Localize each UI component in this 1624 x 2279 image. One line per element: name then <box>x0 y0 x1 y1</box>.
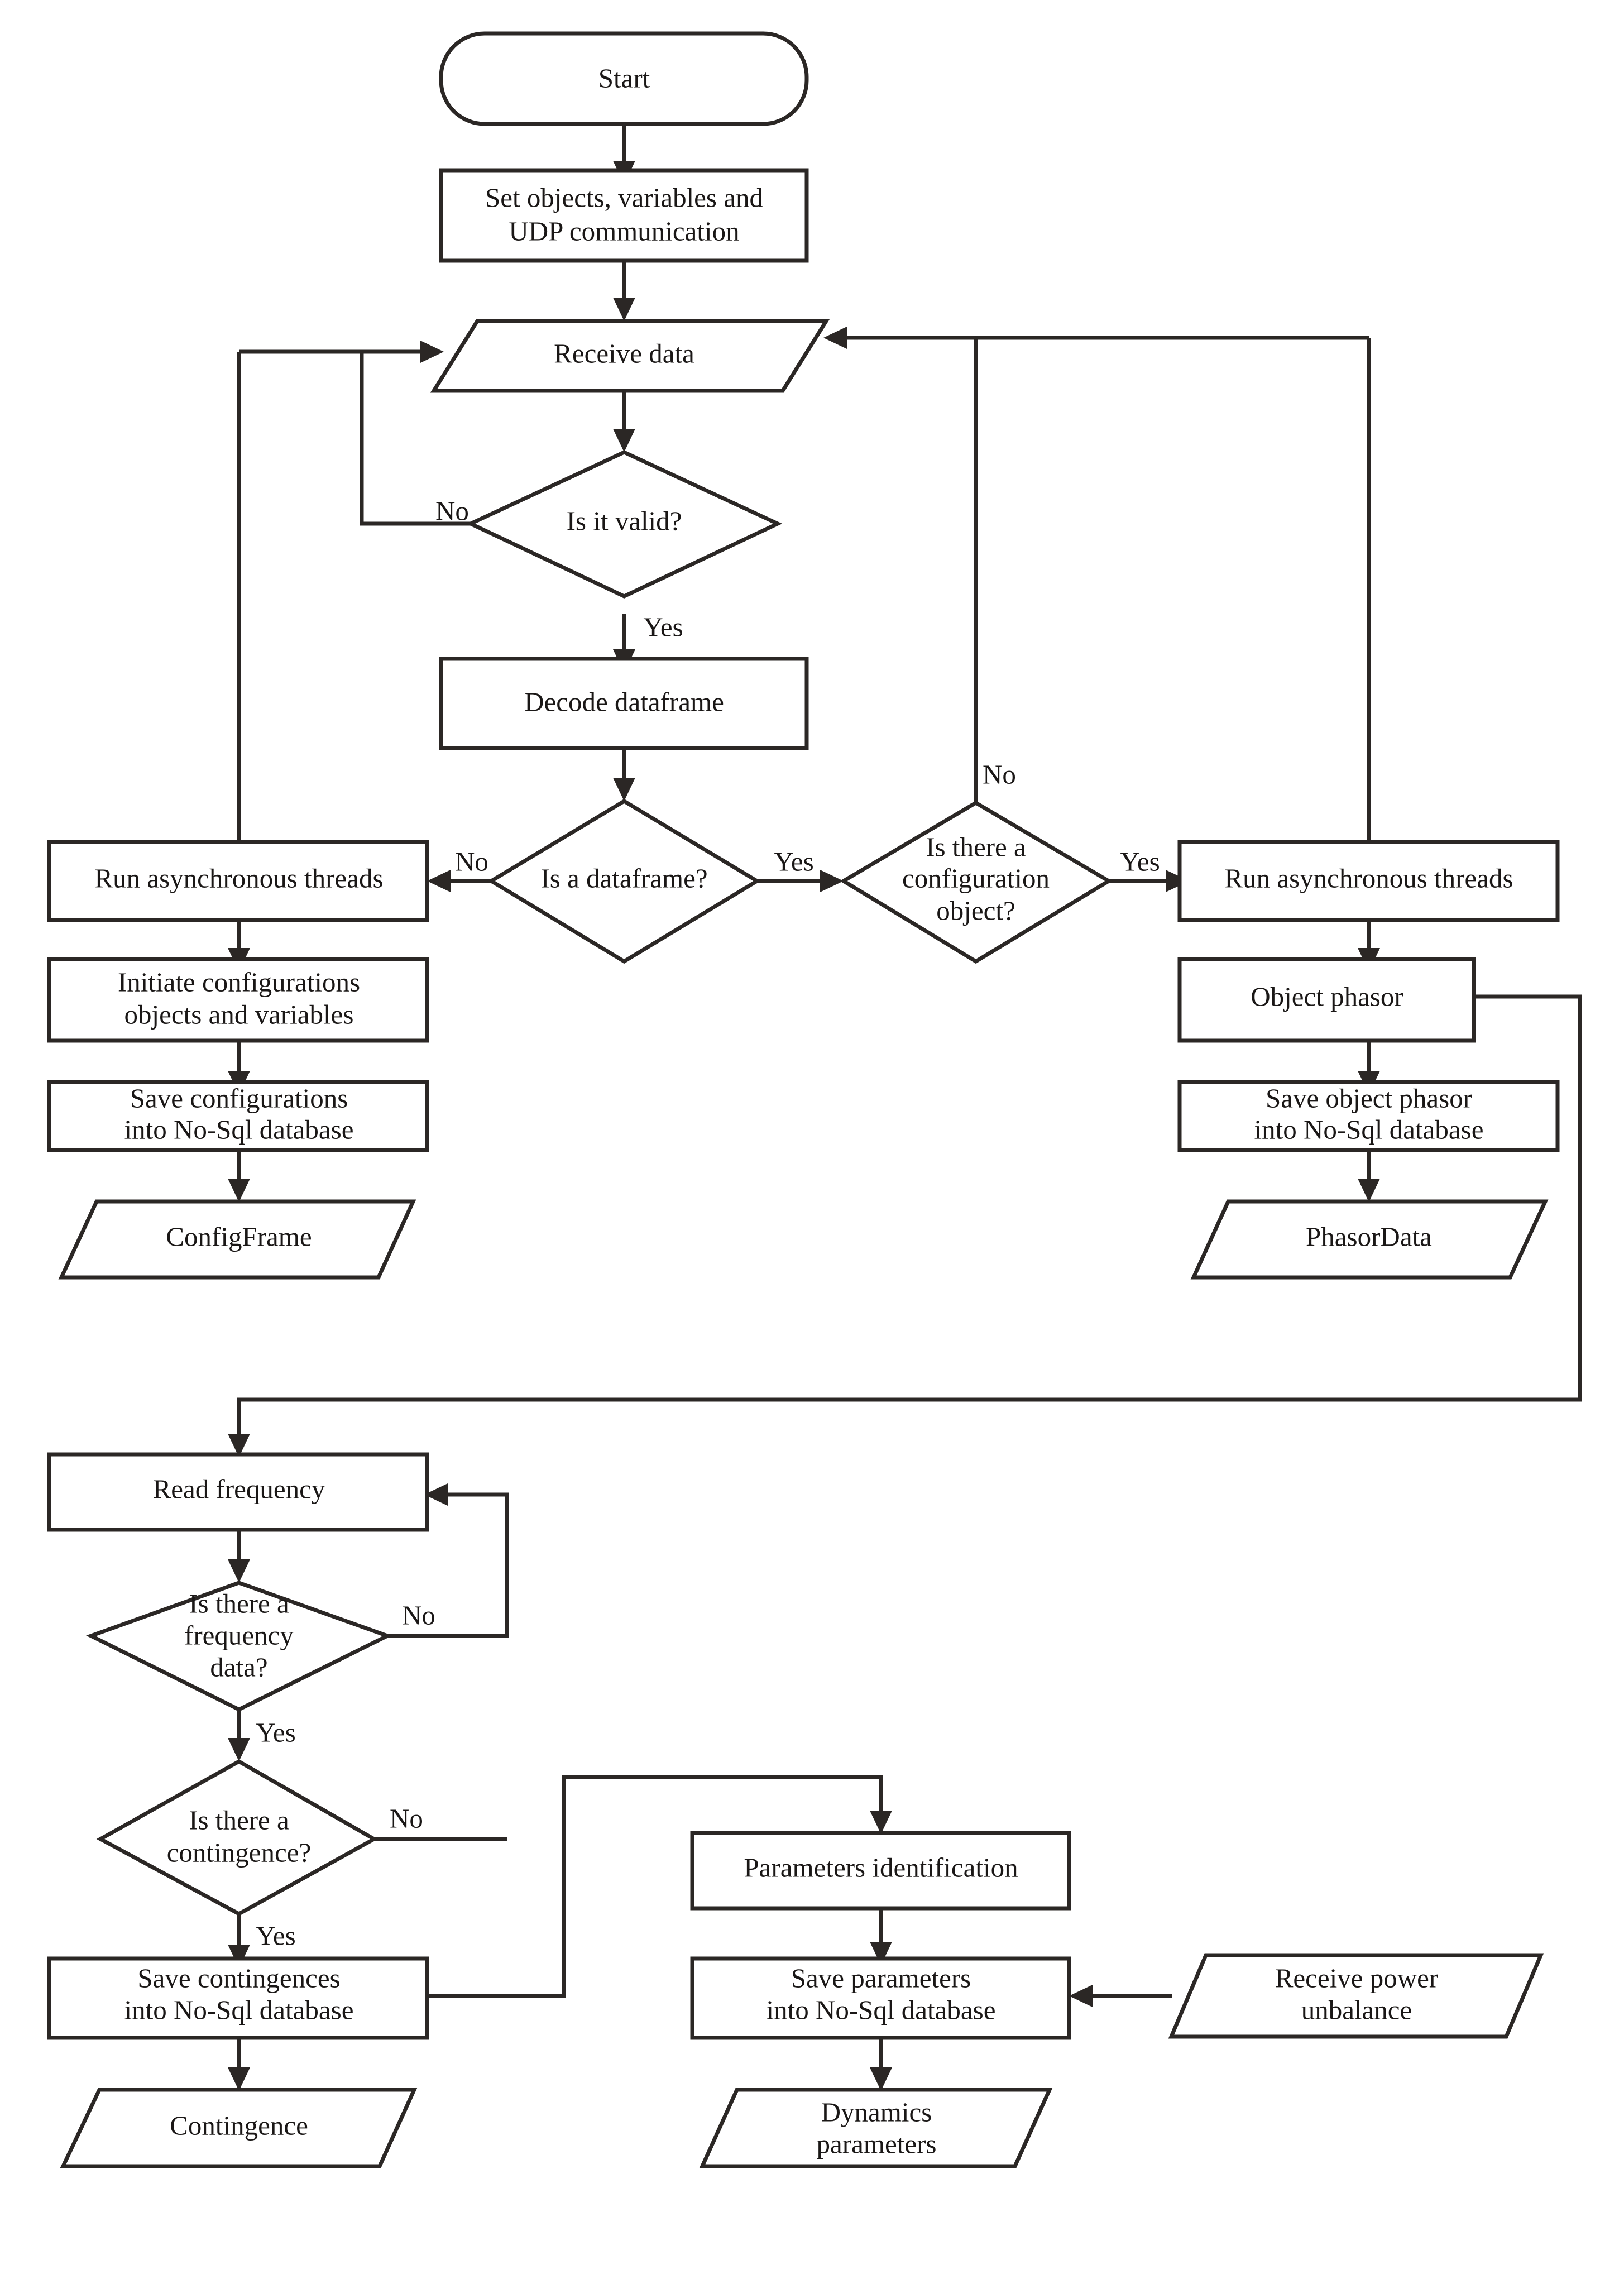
node-is-valid-label: Is it valid? <box>567 505 682 536</box>
edge-isvalid-no-loop <box>360 352 471 526</box>
node-threads-left-label: Run asynchronous threads <box>94 863 383 893</box>
node-setup-line1: Set objects, variables and <box>485 182 763 213</box>
node-is-freq-data-line1: Is there a <box>189 1588 289 1619</box>
edge-decode-isdataframe <box>613 748 635 801</box>
edge-isconfig-yes <box>1109 870 1189 892</box>
node-read-frequency[interactable]: Read frequency <box>47 1452 429 1532</box>
node-dynamics-parameters-line1: Dynamics <box>821 2096 932 2127</box>
edge-unbalance-saveparams <box>1069 1985 1172 2007</box>
edge-label-config-no: No <box>983 759 1016 789</box>
edge-paramsident-saveparams <box>870 1908 892 1965</box>
node-object-phasor[interactable]: Object phasor <box>1177 957 1476 1043</box>
node-dynamics-parameters[interactable]: Dynamics parameters <box>699 2088 1053 2168</box>
node-decode[interactable]: Decode dataframe <box>439 657 809 750</box>
node-dynamics-parameters-line2: parameters <box>817 2128 937 2159</box>
edge-isfreq-yes <box>228 1708 250 1761</box>
node-is-dataframe-label: Is a dataframe? <box>540 863 707 893</box>
node-is-contingence-line1: Is there a <box>189 1804 289 1835</box>
node-phasor-data-label: PhasorData <box>1306 1221 1432 1252</box>
edge-saveconfig-configframe <box>228 1149 250 1202</box>
node-save-contingences[interactable]: Save contingences into No-Sql database <box>47 1956 429 2040</box>
edge-receive-right-entry <box>823 327 1369 349</box>
node-save-parameters-line2: into No-Sql database <box>767 1994 996 2025</box>
node-contingence-label: Contingence <box>170 2110 308 2141</box>
node-is-freq-data-line2: frequency <box>184 1620 294 1650</box>
node-save-phasor-line2: into No-Sql database <box>1254 1114 1484 1145</box>
node-is-config-object-line2: configuration <box>902 863 1050 893</box>
node-init-config[interactable]: Initiate configurations objects and vari… <box>47 957 429 1043</box>
node-save-config-line2: into No-Sql database <box>124 1114 354 1145</box>
node-start-label: Start <box>598 63 650 93</box>
node-contingence[interactable]: Contingence <box>60 2088 418 2168</box>
node-save-config[interactable]: Save configurations into No-Sql database <box>47 1080 429 1152</box>
node-setup-line2: UDP communication <box>509 216 739 246</box>
edge-label-config-yes: Yes <box>1120 846 1160 877</box>
node-receive-data[interactable]: Receive data <box>430 319 830 393</box>
node-config-frame-label: ConfigFrame <box>166 1221 312 1252</box>
node-receive-power-unbalance-line2: unbalance <box>1301 1994 1412 2025</box>
edge-label-valid-no: No <box>435 495 469 526</box>
edge-savephasor-phasordata <box>1358 1149 1380 1202</box>
edge-setup-receive <box>613 261 635 321</box>
edge-label-dataframe-no: No <box>455 846 488 877</box>
edge-label-conting-yes: Yes <box>256 1920 295 1951</box>
node-receive-power-unbalance[interactable]: Receive power unbalance <box>1168 1953 1544 2039</box>
edge-readfreq-isfreq <box>228 1530 250 1583</box>
node-save-contingences-line2: into No-Sql database <box>124 1994 354 2025</box>
edge-saveparams-dynamics <box>870 2038 892 2091</box>
edge-label-freq-no: No <box>402 1600 435 1630</box>
node-is-config-object[interactable]: Is there a configuration object? <box>840 800 1113 964</box>
node-init-config-line2: objects and variables <box>124 999 354 1030</box>
edge-label-valid-yes: Yes <box>643 611 683 642</box>
edge-objectphasor-readfrequency <box>228 994 1582 1457</box>
node-save-contingences-line1: Save contingences <box>137 1962 340 1993</box>
node-is-freq-data-line3: data? <box>210 1651 267 1682</box>
edge-label-dataframe-yes: Yes <box>774 846 813 877</box>
node-save-phasor-line1: Save object phasor <box>1266 1083 1472 1113</box>
node-threads-right-label: Run asynchronous threads <box>1224 863 1513 893</box>
edge-isconting-yes <box>228 1912 250 1968</box>
node-read-frequency-label: Read frequency <box>153 1473 325 1504</box>
node-save-config-line1: Save configurations <box>130 1083 348 1113</box>
edge-saveconting-paramsident <box>424 1775 892 1998</box>
edge-isfreq-no-loop <box>387 1483 509 1638</box>
node-save-parameters-line1: Save parameters <box>791 1962 971 1993</box>
node-params-identification[interactable]: Parameters identification <box>690 1831 1071 1911</box>
edge-isdataframe-yes <box>757 870 844 892</box>
node-is-freq-data[interactable]: Is there a frequency data? <box>86 1581 392 1712</box>
node-is-config-object-line3: object? <box>936 895 1015 926</box>
node-save-parameters[interactable]: Save parameters into No-Sql database <box>690 1956 1071 2040</box>
node-is-dataframe[interactable]: Is a dataframe? <box>487 798 761 964</box>
node-save-phasor[interactable]: Save object phasor into No-Sql database <box>1177 1080 1560 1152</box>
edge-label-conting-no: No <box>390 1803 423 1833</box>
node-is-contingence-line2: contingence? <box>167 1837 311 1868</box>
node-params-identification-label: Parameters identification <box>744 1852 1018 1883</box>
node-is-config-object-line1: Is there a <box>926 831 1026 862</box>
node-receive-data-label: Receive data <box>554 338 694 368</box>
node-is-contingence[interactable]: Is there a contingence? <box>96 1759 379 1916</box>
node-object-phasor-label: Object phasor <box>1251 981 1403 1012</box>
node-init-config-line1: Initiate configurations <box>118 966 360 997</box>
node-is-valid[interactable]: Is it valid? <box>466 450 783 599</box>
node-threads-left[interactable]: Run asynchronous threads <box>47 840 429 922</box>
node-receive-power-unbalance-line1: Receive power <box>1275 1962 1439 1993</box>
node-setup[interactable]: Set objects, variables and UDP communica… <box>439 168 809 263</box>
node-threads-right[interactable]: Run asynchronous threads <box>1177 840 1560 922</box>
edge-saveconting-contingence <box>228 2038 250 2091</box>
edge-isdataframe-no <box>427 870 491 892</box>
edge-receive-isvalid <box>613 391 635 452</box>
node-phasor-data[interactable]: PhasorData <box>1190 1199 1549 1280</box>
edge-label-freq-yes: Yes <box>256 1717 295 1747</box>
node-decode-label: Decode dataframe <box>524 686 724 717</box>
edge-receive-left-entry <box>239 341 444 363</box>
node-start[interactable]: Start <box>439 31 809 126</box>
node-config-frame[interactable]: ConfigFrame <box>58 1199 416 1280</box>
